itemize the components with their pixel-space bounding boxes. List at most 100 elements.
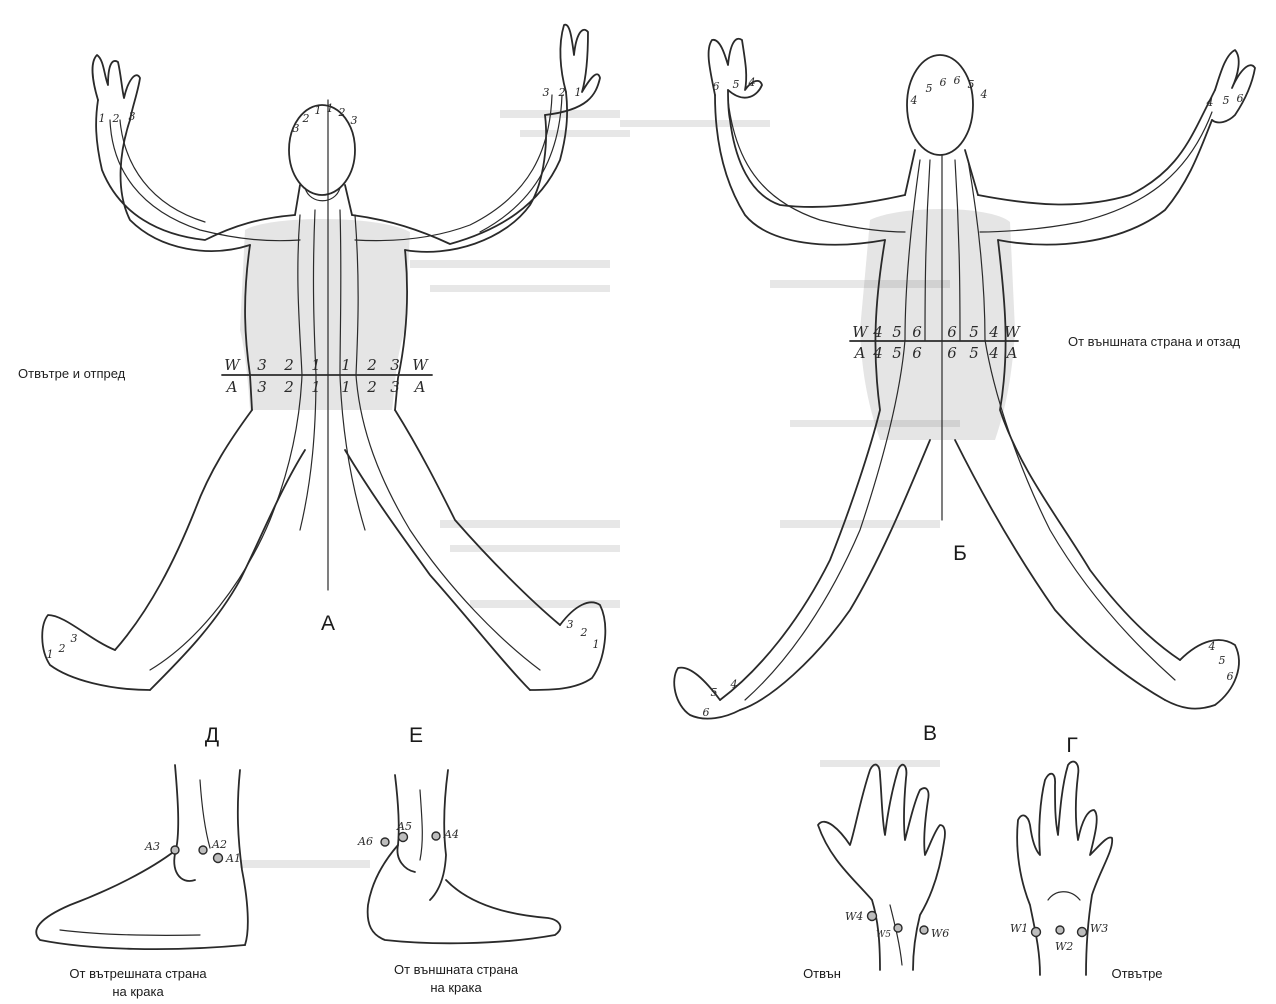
front-hand-right-label-2: 1 [575,86,582,99]
front-waist-lower-label-3: 1 [311,378,321,396]
back-hand-right-label-2: 6 [1237,92,1244,105]
label-a4: A4 [443,828,459,841]
back-waist-lower-label-1: 4 [872,344,883,362]
back-waist-upper-label-2: 5 [892,323,902,341]
point-a1 [214,854,223,863]
point-w5 [894,924,902,932]
front-head-label-4: 2 [338,106,346,119]
label-a6: A6 [357,835,373,848]
point-a4 [432,832,440,840]
caption-hand-outside: Отвън [803,966,841,981]
front-foot-right-labels: 321 [567,618,600,651]
front-head-label-0: 3 [293,122,300,135]
front-head-label-1: 2 [302,112,310,125]
front-waist-lower-label-1: 3 [257,378,267,396]
back-waist-upper-label-7: W [1004,323,1021,341]
figure-label-e: Е [409,724,423,747]
back-foot-right-labels: 456 [1208,640,1234,683]
label-w6: W6 [931,927,949,940]
caption-hand-inside: Отвътре [1111,966,1162,981]
label-w2: W2 [1055,940,1073,953]
point-w3 [1078,928,1087,937]
front-waist-upper-label-5: 2 [366,356,377,374]
front-head-label-5: 3 [351,114,358,127]
front-head-label-3: 1 [327,102,334,115]
back-head-label-4: 5 [968,78,975,91]
back-waist-lower-label-2: 5 [892,344,902,362]
caption-foot-inner-1: От вътрешната страна [69,966,207,981]
label-w1: W1 [1010,922,1028,935]
point-a3 [171,846,179,854]
front-foot-right-label-0: 3 [567,618,574,631]
back-foot-left-label-2: 4 [730,678,738,691]
front-hand-right-label-0: 3 [543,86,550,99]
inner-ankle-points: A3 A2 A1 [144,838,241,865]
front-waist-lower-label-0: A [225,378,238,396]
label-w5: W5 [876,930,891,940]
back-waist-lower-label-4: 6 [947,344,957,362]
figure-outer-foot [368,770,561,943]
front-waist-upper-label-6: 3 [390,356,400,374]
figure-label-g: Г [1066,734,1077,757]
back-waist-lower-label-6: 4 [988,344,999,362]
back-head-label-2: 6 [940,76,947,89]
label-a2: A2 [211,838,227,851]
back-waist-upper-label-4: 6 [947,323,957,341]
point-a5 [399,833,408,842]
figure-label-v: В [923,722,937,745]
front-foot-left-label-1: 2 [58,642,66,655]
back-waist-upper-label-3: 6 [912,323,922,341]
front-waist-lower-label-7: A [413,378,426,396]
caption-foot-inner-2: на крака [112,984,164,999]
label-a1: A1 [225,852,241,865]
back-waist-lower-label-0: A [853,344,866,362]
front-waist-upper-label-1: 3 [257,356,267,374]
back-waist-upper-label-0: W [852,323,869,341]
point-w1 [1032,928,1041,937]
front-hand-left-label-1: 2 [112,112,120,125]
front-foot-right-label-1: 2 [580,626,588,639]
front-head-label-2: 1 [315,104,322,117]
back-hand-left-label-0: 6 [713,80,720,93]
figure-back-body [674,39,1255,719]
label-a3: A3 [144,840,160,853]
front-waist-lower-label-2: 2 [283,378,294,396]
label-a5: A5 [396,820,412,833]
front-waist-lower-label-6: 3 [390,378,400,396]
front-waist-upper-label-7: W [412,356,429,374]
back-hand-right-label-0: 4 [1206,96,1214,109]
back-head-label-1: 5 [926,82,933,95]
front-hand-right-label-1: 2 [558,86,566,99]
back-waist-upper-label-1: 4 [872,323,883,341]
front-waist-upper-label-3: 1 [311,356,321,374]
front-right-hand [545,25,600,115]
front-left-leg [115,410,305,690]
front-foot-right-label-2: 1 [593,638,600,651]
back-waist-lower-label-5: 5 [969,344,979,362]
back-foot-left-label-1: 5 [711,686,718,699]
front-hand-left-label-2: 3 [129,110,136,123]
front-waist-upper-label-2: 2 [283,356,294,374]
back-head-label-3: 6 [954,74,961,87]
back-foot-right-label-2: 6 [1227,670,1234,683]
point-w2 [1056,926,1064,934]
caption-front-inside: Отвътре и отпред [18,366,126,381]
point-a2 [199,846,207,854]
back-waist-upper-label-5: 5 [969,323,979,341]
back-head-label-5: 4 [980,88,988,101]
front-hand-left-label-0: 1 [99,112,106,125]
caption-foot-outer-1: От външната страна [394,962,519,977]
label-w3: W3 [1090,922,1108,935]
back-waist-lower-label-3: 6 [912,344,922,362]
front-foot-left-label-2: 3 [71,632,78,645]
back-hand-left-label-1: 5 [733,78,740,91]
label-w4: W4 [845,910,863,923]
point-a6 [381,838,389,846]
figure-label-a: А [321,612,335,635]
back-foot-right-label-1: 5 [1219,654,1226,667]
caption-back-outside: От външната страна и отзад [1068,334,1241,349]
